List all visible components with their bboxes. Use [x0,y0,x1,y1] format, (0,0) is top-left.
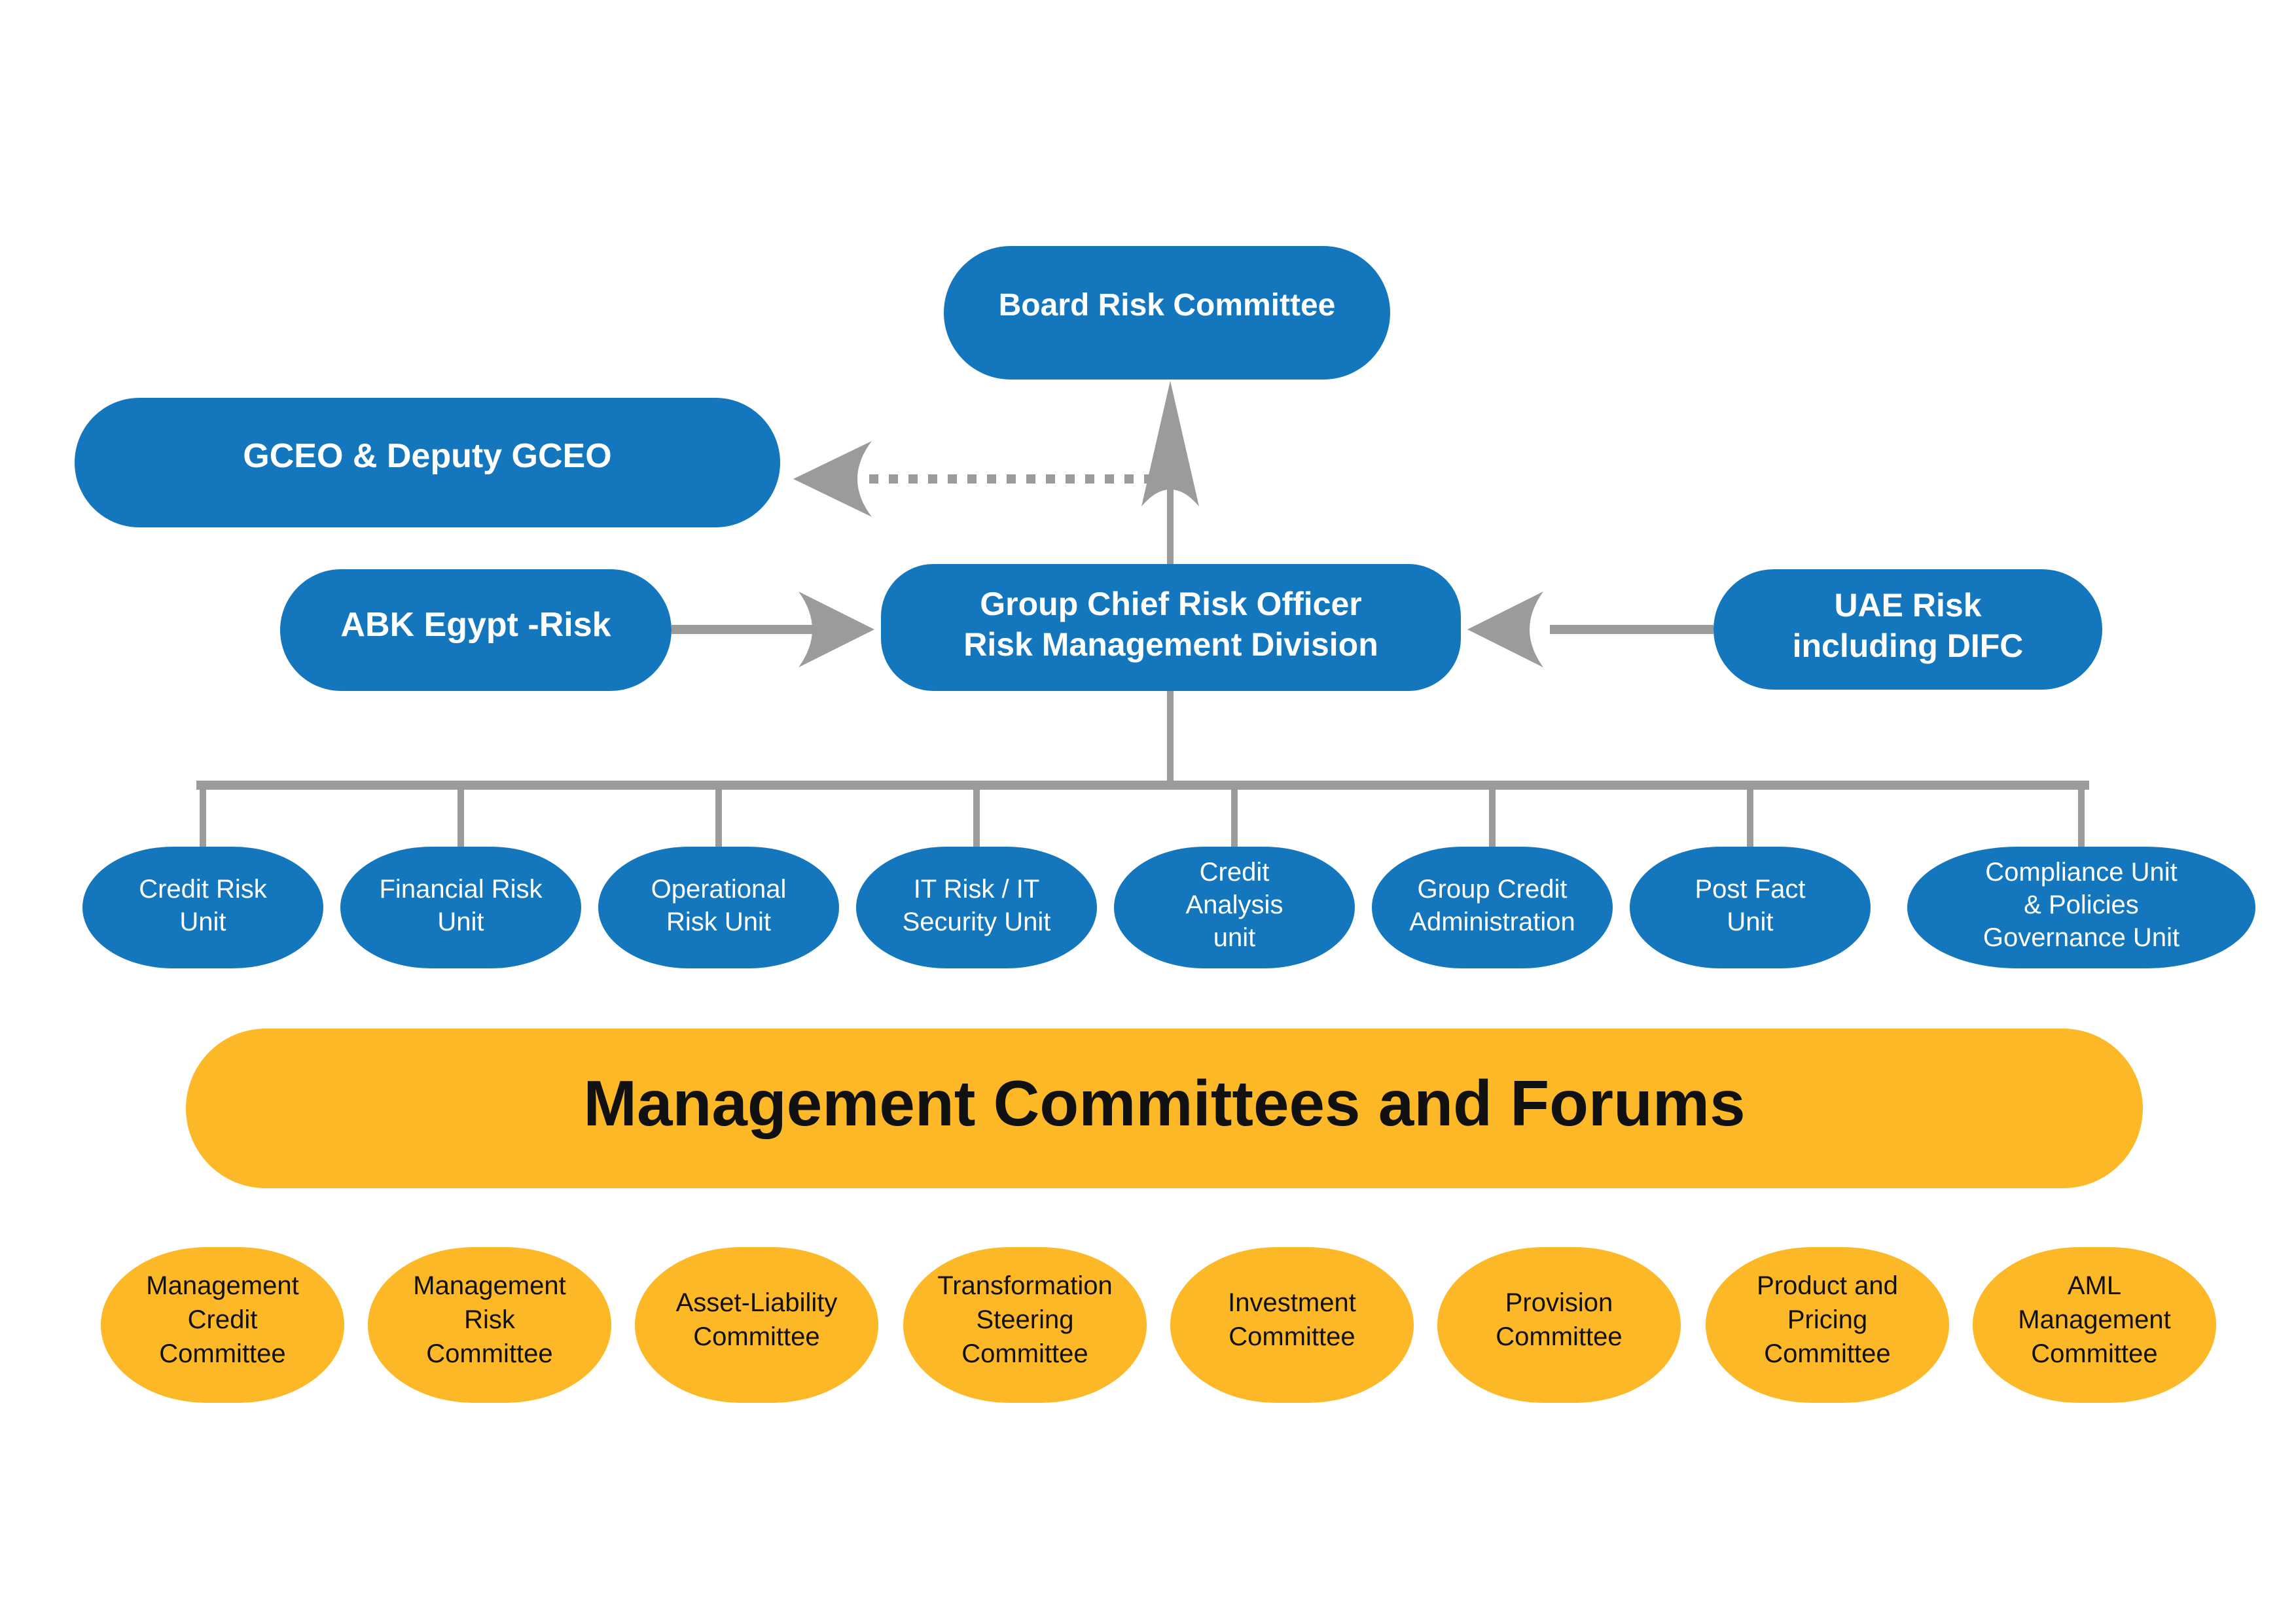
committee-label: Investment Committee [1228,1288,1356,1351]
node-uae-risk-difc: UAE Risk including DIFC [1713,569,2102,690]
committee-label: Asset-Liability Committee [675,1288,838,1351]
node-label: GCEO & Deputy GCEO [243,436,612,475]
arrowhead-up-icon [1141,381,1199,506]
node-abk-egypt-risk: ABK Egypt -Risk [280,569,672,691]
unit-label: Compliance Unit & Policies Governance Un… [1982,858,2180,953]
arrowhead-left-gcro-icon [1467,591,1543,667]
unit-operational-risk: Operational Risk Unit [598,847,839,968]
committee-label: AML Management Committee [2018,1271,2171,1368]
unit-post-fact: Post Fact Unit [1630,847,1871,968]
committee-transformation-steering: Transformation Steering Committee [903,1247,1147,1403]
unit-label: Operational Risk Unit [651,875,787,936]
unit-credit-risk: Credit Risk Unit [82,847,323,968]
committee-label: Management Risk Committee [413,1271,566,1368]
unit-label: IT Risk / IT Security Unit [902,875,1051,936]
unit-group-credit-administration: Group Credit Administration [1372,847,1613,968]
committee-management-credit: Management Credit Committee [101,1247,344,1403]
node-label: ABK Egypt -Risk [340,605,611,644]
node-gceo-deputy-gceo: GCEO & Deputy GCEO [75,398,780,527]
unit-credit-analysis: Credit Analysis unit [1114,847,1355,968]
node-label: Group Chief Risk Officer Risk Management… [963,586,1378,663]
committee-label: Product and Pricing Committee [1757,1271,1898,1368]
committee-label: Provision Committee [1496,1288,1623,1351]
node-label: Board Risk Committee [998,288,1336,323]
arrowhead-right-gcro-icon [798,591,874,667]
banner-management-committees-forums: Management Committees and Forums [186,1029,2143,1188]
node-group-chief-risk-officer: Group Chief Risk Officer Risk Management… [881,564,1461,691]
unit-label: Financial Risk Unit [379,875,543,936]
unit-label: Group Credit Administration [1409,875,1575,936]
unit-compliance-policies-governance: Compliance Unit & Policies Governance Un… [1907,847,2255,968]
node-board-risk-committee: Board Risk Committee [944,246,1390,380]
committee-provision: Provision Committee [1437,1247,1681,1403]
unit-label: Post Fact Unit [1695,875,1806,936]
banner-label: Management Committees and Forums [583,1069,1746,1140]
committee-aml-management: AML Management Committee [1973,1247,2216,1403]
unit-label: Credit Risk Unit [139,875,267,936]
node-label: UAE Risk including DIFC [1792,588,2024,665]
committee-product-pricing: Product and Pricing Committee [1706,1247,1949,1403]
committee-investment: Investment Committee [1170,1247,1414,1403]
unit-it-risk-security: IT Risk / IT Security Unit [856,847,1097,968]
committee-asset-liability: Asset-Liability Committee [635,1247,878,1403]
committee-management-risk: Management Risk Committee [368,1247,611,1403]
unit-financial-risk: Financial Risk Unit [340,847,581,968]
committee-label: Management Credit Committee [146,1271,299,1368]
committee-label: Transformation Steering Committee [937,1271,1113,1368]
arrowhead-left-gceo-icon [793,441,872,517]
unit-label: Credit Analysis unit [1185,858,1283,953]
